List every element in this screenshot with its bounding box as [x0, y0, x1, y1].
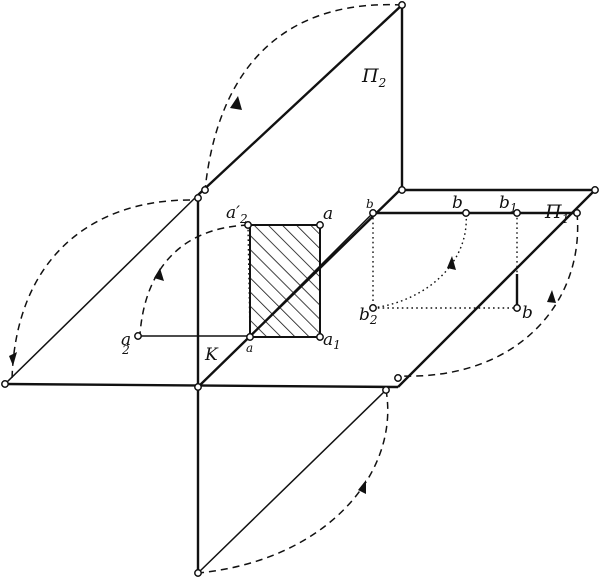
b-dotted-arc	[372, 212, 467, 309]
lower-plane-diagonal	[197, 389, 387, 574]
point-right-corner	[591, 186, 599, 194]
point-a-prime-2	[244, 221, 252, 229]
arrow-a	[154, 268, 164, 281]
arrow-bottom	[358, 480, 366, 494]
horizontal-plane-right-edge	[397, 189, 596, 388]
hatched-rectangle	[249, 224, 321, 338]
frontal-plane-top-edge	[197, 4, 403, 196]
label-b2: b2	[359, 305, 378, 327]
a-rotation-arc	[139, 224, 249, 335]
point-axis-top-b	[201, 186, 209, 194]
label-a2: a2	[121, 330, 131, 357]
point-a2	[134, 332, 142, 340]
frontal-plane-left-edge	[4, 194, 199, 385]
label-b1: b1	[499, 193, 518, 215]
a-dotted-link	[247, 224, 251, 337]
label-a: a	[323, 204, 333, 224]
right-rotation-arc	[399, 212, 579, 377]
point-b2	[369, 304, 377, 312]
arrow-b	[447, 256, 456, 270]
bottom-rotation-arc	[197, 389, 389, 574]
point-left	[1, 380, 9, 388]
arrow-left	[9, 352, 17, 366]
label-b-small: b	[366, 197, 374, 211]
arrow-right	[547, 290, 556, 303]
label-a-small: a	[246, 341, 253, 355]
label-b-lower: b	[522, 303, 533, 323]
point-b1	[513, 209, 521, 217]
left-rotation-arc	[11, 199, 191, 381]
point-a-small	[246, 333, 254, 341]
label-a1: a1	[323, 330, 341, 352]
label-k: K	[204, 345, 219, 365]
point-a1	[316, 333, 324, 341]
point-b-small	[369, 209, 377, 217]
point-top	[398, 1, 406, 9]
point-frame-right	[573, 209, 581, 217]
top-rotation-arc	[204, 3, 403, 191]
point-axis-top	[194, 194, 202, 202]
point-origin	[194, 383, 202, 391]
point-b-lower	[513, 304, 521, 312]
label-pi2: Π2	[361, 65, 386, 90]
label-b-upper: b	[452, 193, 463, 213]
point-a	[316, 221, 324, 229]
point-lower-right-b	[394, 374, 402, 382]
point-lower-right	[382, 386, 390, 394]
point-b-upper	[462, 209, 470, 217]
label-pi1: Π1	[544, 201, 569, 226]
point-bottom	[194, 569, 202, 577]
label-a-prime-2: a′2	[226, 203, 248, 226]
point-plane-corner	[398, 186, 406, 194]
arrow-top	[230, 96, 242, 110]
